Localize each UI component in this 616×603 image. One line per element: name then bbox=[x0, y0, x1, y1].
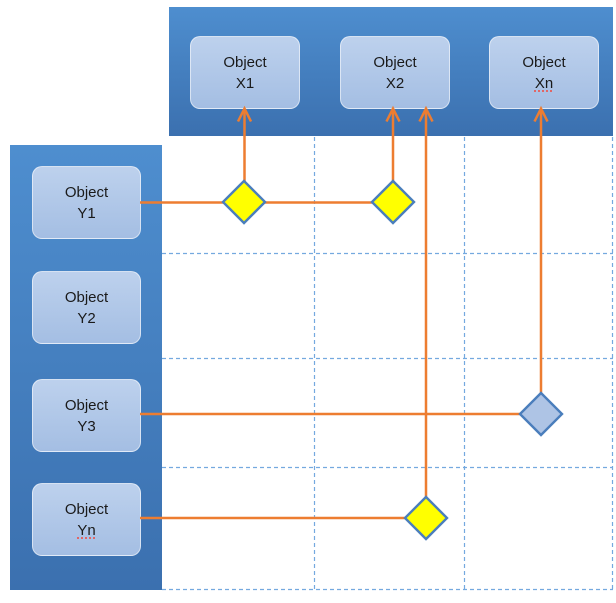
diamond-y1-x1 bbox=[221, 179, 267, 225]
object-xn-box: Object Xn bbox=[489, 36, 599, 109]
connectors bbox=[140, 105, 549, 520]
object-y3-title: Object bbox=[64, 396, 109, 414]
diamond-y1-x2 bbox=[370, 179, 416, 225]
relationship-markers bbox=[221, 179, 564, 541]
object-x2-title: Object bbox=[373, 53, 417, 71]
object-yn-title: Object bbox=[64, 500, 109, 518]
object-y3-box: Object Y3 bbox=[32, 379, 141, 452]
diamond-yn-x2 bbox=[403, 495, 449, 541]
object-x2-subtitle: X2 bbox=[385, 74, 405, 92]
object-x1-subtitle: X1 bbox=[235, 74, 255, 92]
object-y3-subtitle: Y3 bbox=[77, 417, 96, 435]
object-x1-title: Object bbox=[223, 53, 267, 71]
object-xn-subtitle: Xn bbox=[534, 74, 554, 92]
diamond-y3-xn bbox=[518, 391, 564, 437]
object-xn-title: Object bbox=[522, 53, 566, 71]
object-yn-subtitle: Yn bbox=[77, 521, 96, 539]
object-x2-box: Object X2 bbox=[340, 36, 450, 109]
dashed-grid bbox=[162, 137, 614, 591]
object-y2-box: Object Y2 bbox=[32, 271, 141, 344]
object-yn-box: Object Yn bbox=[32, 483, 141, 556]
object-y2-title: Object bbox=[64, 288, 109, 306]
object-y1-subtitle: Y1 bbox=[77, 204, 96, 222]
object-y2-subtitle: Y2 bbox=[77, 309, 96, 327]
object-y1-title: Object bbox=[64, 183, 109, 201]
object-x1-box: Object X1 bbox=[190, 36, 300, 109]
object-y1-box: Object Y1 bbox=[32, 166, 141, 239]
